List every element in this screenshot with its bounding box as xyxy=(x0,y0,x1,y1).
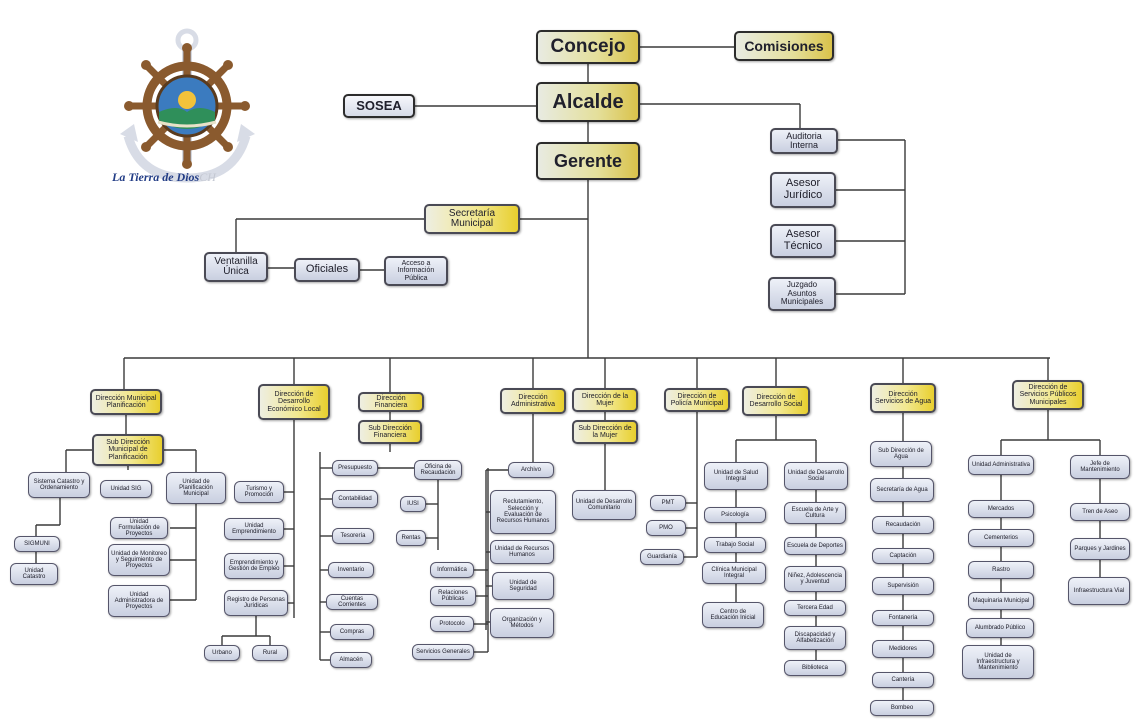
leaf-desarrollo-comunitario: Unidad de Desarrollo Comunitario xyxy=(572,490,636,520)
leaf-organizacion: Organización y Métodos xyxy=(490,608,554,638)
leaf-reclutamiento: Reclutamiento, Selección y Evaluación de… xyxy=(490,490,556,534)
leaf-formulacion: Unidad Formulación de Proyectos xyxy=(110,517,168,539)
leaf-educacion-inicial: Centro de Educación Inicial xyxy=(702,602,764,628)
leaf-administradora: Unidad Administradora de Proyectos xyxy=(108,585,170,617)
concejo-box: Concejo xyxy=(536,30,640,64)
leaf-iusi: IUSI xyxy=(400,496,426,512)
ship-wheel-logo xyxy=(120,28,255,183)
leaf-salud-integral: Unidad de Salud Integral xyxy=(704,462,768,490)
leaf-sigmuni: SIGMUNI xyxy=(14,536,60,552)
dir-planificacion: Dirección Municipal Planificación xyxy=(90,389,162,415)
leaf-seguridad: Unidad de Seguridad xyxy=(492,572,554,600)
leaf-informatica: Informática xyxy=(430,562,474,578)
leaf-infraestructura-vial: Infraestructura Vial xyxy=(1068,577,1130,605)
auditoria-box: Auditoria Interna xyxy=(770,128,838,154)
dir-policia: Dirección de Policía Municipal xyxy=(664,388,730,412)
leaf-unidad-catastro: Unidad Catastro xyxy=(10,563,58,585)
leaf-unidad-sig: Unidad SIG xyxy=(100,480,152,498)
acceso-box: Acceso a Información Pública xyxy=(384,256,448,286)
gerente-box: Gerente xyxy=(536,142,640,180)
leaf-rastro: Rastro xyxy=(968,561,1034,579)
leaf-almacen: Almacén xyxy=(330,652,372,668)
leaf-pmo: PMO xyxy=(646,520,686,536)
sub-mujer: Sub Dirección de la Mujer xyxy=(572,420,638,444)
leaf-supervision: Supervisión xyxy=(872,577,934,595)
leaf-monitoreo: Unidad de Monitoreo y Seguimiento de Pro… xyxy=(108,544,170,576)
oficiales-box: Oficiales xyxy=(294,258,360,282)
sosea-box: SOSEA xyxy=(343,94,415,118)
leaf-tren-aseo: Tren de Aseo xyxy=(1070,503,1130,521)
leaf-protocolo: Protocolo xyxy=(430,616,474,632)
leaf-servicios-generales: Servicios Generales xyxy=(412,644,474,660)
leaf-parques-jardines: Parques y Jardines xyxy=(1070,538,1130,560)
leaf-recaudacion-agua: Recaudación xyxy=(872,516,934,534)
leaf-desarrollo-social: Unidad de Desarrollo Social xyxy=(784,462,848,490)
leaf-secretaria-agua: Secretaría de Agua xyxy=(870,478,934,502)
leaf-inventario: Inventario xyxy=(328,562,374,578)
leaf-catastro-ordenamiento: Sistema Catastro y Ordenamiento xyxy=(28,472,90,498)
leaf-alumbrado: Alumbrado Público xyxy=(966,618,1034,638)
leaf-biblioteca: Biblioteca xyxy=(784,660,846,676)
leaf-unidad-administrativa: Unidad Administrativa xyxy=(968,455,1034,475)
leaf-urbano: Urbano xyxy=(204,645,240,661)
leaf-rentas: Rentas xyxy=(396,530,426,546)
comisiones-box: Comisiones xyxy=(734,31,834,61)
leaf-captacion: Captación xyxy=(872,548,934,564)
sub-financiera: Sub Dirección Financiera xyxy=(358,420,422,444)
leaf-rural: Rural xyxy=(252,645,288,661)
dir-mujer: Dirección de la Mujer xyxy=(572,388,638,412)
leaf-presupuesto: Presupuesto xyxy=(332,460,378,476)
leaf-clinica-municipal: Clínica Municipal Integral xyxy=(702,562,766,584)
leaf-contabilidad: Contabilidad xyxy=(332,490,378,508)
dir-financiera: Dirección Financiera xyxy=(358,392,424,412)
ship-wheel-icon xyxy=(124,43,250,169)
leaf-discapacidad: Discapacidad y Alfabetización xyxy=(784,626,846,650)
juzgado-box: Juzgado Asuntos Municipales xyxy=(768,277,836,311)
logo-caption: La Tierra de DiosCH xyxy=(112,170,216,184)
leaf-archivo: Archivo xyxy=(508,462,554,478)
leaf-personas-juridicas: Registro de Personas Jurídicas xyxy=(224,590,288,616)
dir-social: Dirección de Desarrollo Social xyxy=(742,386,810,416)
sub-planificacion: Sub Dirección Municipal de Planificación xyxy=(92,434,164,466)
leaf-fontaneria: Fontanería xyxy=(872,610,934,626)
leaf-pmt: PMT xyxy=(650,495,686,511)
leaf-canteria: Cantería xyxy=(872,672,934,688)
leaf-psicologia: Psicología xyxy=(704,507,766,523)
leaf-medidores: Medidores xyxy=(872,640,934,658)
leaf-tercera-edad: Tercera Edad xyxy=(784,600,846,616)
leaf-maquinaria: Maquinaria Municipal xyxy=(968,592,1034,610)
asesor-juridico-box: Asesor Jurídico xyxy=(770,172,836,208)
leaf-compras: Compras xyxy=(330,624,374,640)
leaf-bombeo: Bombeo xyxy=(870,700,934,716)
dir-economico: Dirección de Desarrollo Económico Local xyxy=(258,384,330,420)
ventanilla-box: Ventanilla Única xyxy=(204,252,268,282)
leaf-relaciones-publicas: Relaciones Públicas xyxy=(430,586,476,606)
leaf-planificacion-municipal: Unidad de Planificación Municipal xyxy=(166,472,226,504)
leaf-turismo: Turismo y Promoción xyxy=(234,481,284,503)
leaf-guardiania: Guardianía xyxy=(640,549,684,565)
leaf-gestion-empleo: Emprendimiento y Gestión de Empleo xyxy=(224,553,284,579)
secretaria-box: Secretaría Municipal xyxy=(424,204,520,234)
leaf-infraestructura-mantenimiento: Unidad de Infraestructura y Mantenimient… xyxy=(962,645,1034,679)
leaf-ninez: Niñez, Adolescencia y Juventud xyxy=(784,566,846,592)
dir-agua: Dirección Servicios de Agua xyxy=(870,383,936,413)
leaf-tesoreria: Tesorería xyxy=(332,528,374,544)
asesor-tecnico-box: Asesor Técnico xyxy=(770,224,836,258)
leaf-sub-agua: Sub Dirección de Agua xyxy=(870,441,932,467)
leaf-mercados: Mercados xyxy=(968,500,1034,518)
leaf-emprendimiento: Unidad Emprendimiento xyxy=(224,518,284,540)
leaf-recursos-humanos: Unidad de Recursos Humanos xyxy=(490,540,554,564)
leaf-trabajo-social: Trabajo Social xyxy=(704,537,766,553)
leaf-cuentas-corrientes: Cuentas Corrientes xyxy=(326,594,378,610)
leaf-recaudacion-fin: Oficina de Recaudación xyxy=(414,460,462,480)
leaf-cementerios: Cementerios xyxy=(968,529,1034,547)
alcalde-box: Alcalde xyxy=(536,82,640,122)
leaf-arte-cultura: Escuela de Arte y Cultura xyxy=(784,502,846,524)
leaf-jefe-mantenimiento: Jefe de Mantenimiento xyxy=(1070,455,1130,479)
dir-administrativa: Dirección Administrativa xyxy=(500,388,566,414)
leaf-escuela-deportes: Escuela de Deportes xyxy=(784,537,846,555)
dir-servicios: Dirección de Servicios Públicos Municipa… xyxy=(1012,380,1084,410)
